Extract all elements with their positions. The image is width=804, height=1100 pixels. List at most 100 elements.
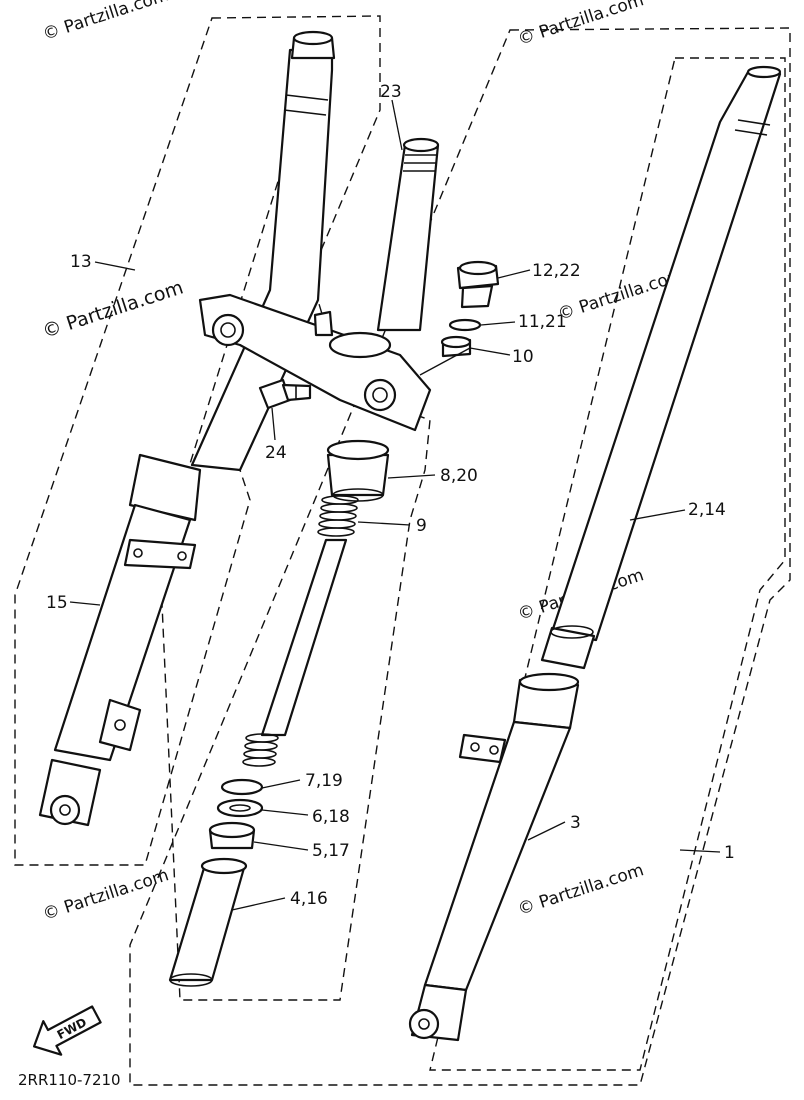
right-fork-caliper-bracket	[458, 733, 507, 764]
right-fork-axle-hole	[408, 1008, 440, 1040]
lower-spring	[242, 733, 279, 767]
cap-bolt-12-22	[456, 260, 500, 309]
watermark-top-left: © Partzilla.com	[40, 0, 171, 45]
callout-4-16: 4,16	[290, 889, 328, 909]
spacer-10-top	[440, 335, 472, 349]
callout-5-17: 5,17	[312, 841, 350, 861]
left-fork-dust-seal	[128, 453, 202, 522]
steering-stem-shaft	[376, 143, 440, 332]
bolt-24	[258, 378, 312, 410]
callout-8-20: 8,20	[440, 466, 478, 486]
left-fork-outer-tube	[53, 503, 192, 762]
callout-9: 9	[416, 516, 427, 536]
callout-13: 13	[70, 252, 92, 272]
tube-4-16	[168, 857, 248, 987]
leader-23	[391, 99, 403, 151]
right-fork-axle-hole-inner	[418, 1018, 430, 1030]
steering-stem-assembly	[198, 137, 440, 432]
left-lower-mount-hole	[114, 719, 126, 731]
left-fork-band-1	[285, 94, 329, 101]
leader-9	[357, 521, 411, 526]
right-fork-band-1	[737, 119, 771, 126]
o-ring-11-21	[448, 318, 482, 332]
under-bracket-stop	[313, 310, 334, 337]
tube-4-16-body	[168, 866, 246, 982]
leader-13	[94, 261, 136, 271]
callout-11-21: 11,21	[518, 312, 567, 332]
oil-seal-5-17	[208, 821, 256, 850]
leader-11-21	[480, 321, 516, 326]
diagram-code: 2RR110-7210	[18, 1071, 121, 1089]
washer-6-18-inner	[229, 804, 251, 812]
callout-3: 3	[570, 813, 581, 833]
spring-9-coil-1	[321, 495, 359, 505]
leader-6-18	[261, 809, 309, 816]
left-fork-caliper-bracket	[123, 538, 197, 570]
left-fork-axle-hole	[49, 794, 81, 826]
left-fork-lower-mount	[98, 698, 142, 752]
lower-spring-coil-4	[242, 757, 276, 767]
leader-7-19	[261, 779, 301, 789]
leader-10	[469, 347, 511, 356]
callout-7-19: 7,19	[305, 771, 343, 791]
washer-6-18-outer	[216, 798, 264, 818]
leader-8-20	[387, 474, 436, 479]
seal-cap-top	[326, 439, 390, 461]
watermark-bottom-right: © Partzilla.com	[515, 860, 646, 920]
tube-4-16-bottom	[169, 973, 213, 987]
oil-seal-top	[208, 821, 256, 839]
outline-right-inner	[429, 57, 786, 1071]
right-bracket-hole-1	[470, 742, 480, 752]
callout-1: 1	[724, 843, 735, 863]
under-bracket-left-clamp-hole	[220, 322, 236, 338]
leader-10-b	[419, 347, 471, 376]
spacer-10	[440, 335, 472, 358]
upper-spring-9	[317, 495, 359, 537]
washer-6-18	[216, 798, 264, 818]
right-fork-dust-seal	[540, 626, 596, 670]
right-fork-band-2	[734, 129, 768, 136]
watermark-top-right: © Partzilla.com	[515, 0, 646, 50]
steering-stem-top	[402, 137, 440, 153]
under-bracket-left-clamp	[211, 313, 245, 347]
leader-2-14	[629, 509, 686, 521]
left-bracket-hole-1	[133, 548, 143, 558]
under-bracket-right-clamp	[363, 378, 397, 412]
leader-24	[271, 407, 276, 441]
leader-12-22	[497, 269, 531, 279]
watermark-bottom-left: © Partzilla.com	[40, 865, 171, 925]
spring-9-coil-2	[320, 503, 358, 513]
leader-1	[679, 849, 721, 853]
left-fork-band-2	[283, 109, 327, 116]
right-fork-dust-seal-top	[550, 625, 594, 639]
leader-15	[69, 601, 101, 606]
fwd-arrow: FWD	[32, 1005, 102, 1056]
callout-23: 23	[380, 82, 402, 102]
cap-bolt-top	[458, 260, 498, 276]
lower-spring-coil-2	[244, 741, 278, 751]
damper-rod	[260, 538, 348, 737]
spring-9-coil-3	[319, 511, 357, 521]
spring-9-coil-5	[317, 527, 355, 537]
outline-left-fork-group	[14, 15, 381, 866]
callout-24: 24	[265, 443, 287, 463]
under-bracket-right-clamp-hole	[372, 387, 388, 403]
right-fork-assembly	[408, 65, 782, 1042]
spring-9-coil-4	[318, 519, 356, 529]
right-fork-outer-mouth	[518, 672, 580, 692]
clip-7-19	[220, 778, 264, 796]
cap-bolt-body	[460, 284, 494, 309]
left-fork-axle-hole-inner	[59, 804, 71, 816]
callouts: 23 13 12,22 11,21 10 24 8,20 9 2,14 15 7…	[46, 82, 735, 909]
callout-12-22: 12,22	[532, 261, 581, 281]
seal-cap-8-20	[326, 439, 390, 502]
right-bracket-hole-2	[489, 745, 499, 755]
fwd-arrow-shape	[32, 1005, 102, 1056]
group-outlines	[14, 15, 791, 1086]
watermark-strong: © Partzilla.com	[40, 277, 186, 343]
leader-5-17	[253, 841, 309, 851]
callout-6-18: 6,18	[312, 807, 350, 827]
tube-4-16-top	[200, 857, 248, 875]
callout-10: 10	[512, 347, 534, 367]
